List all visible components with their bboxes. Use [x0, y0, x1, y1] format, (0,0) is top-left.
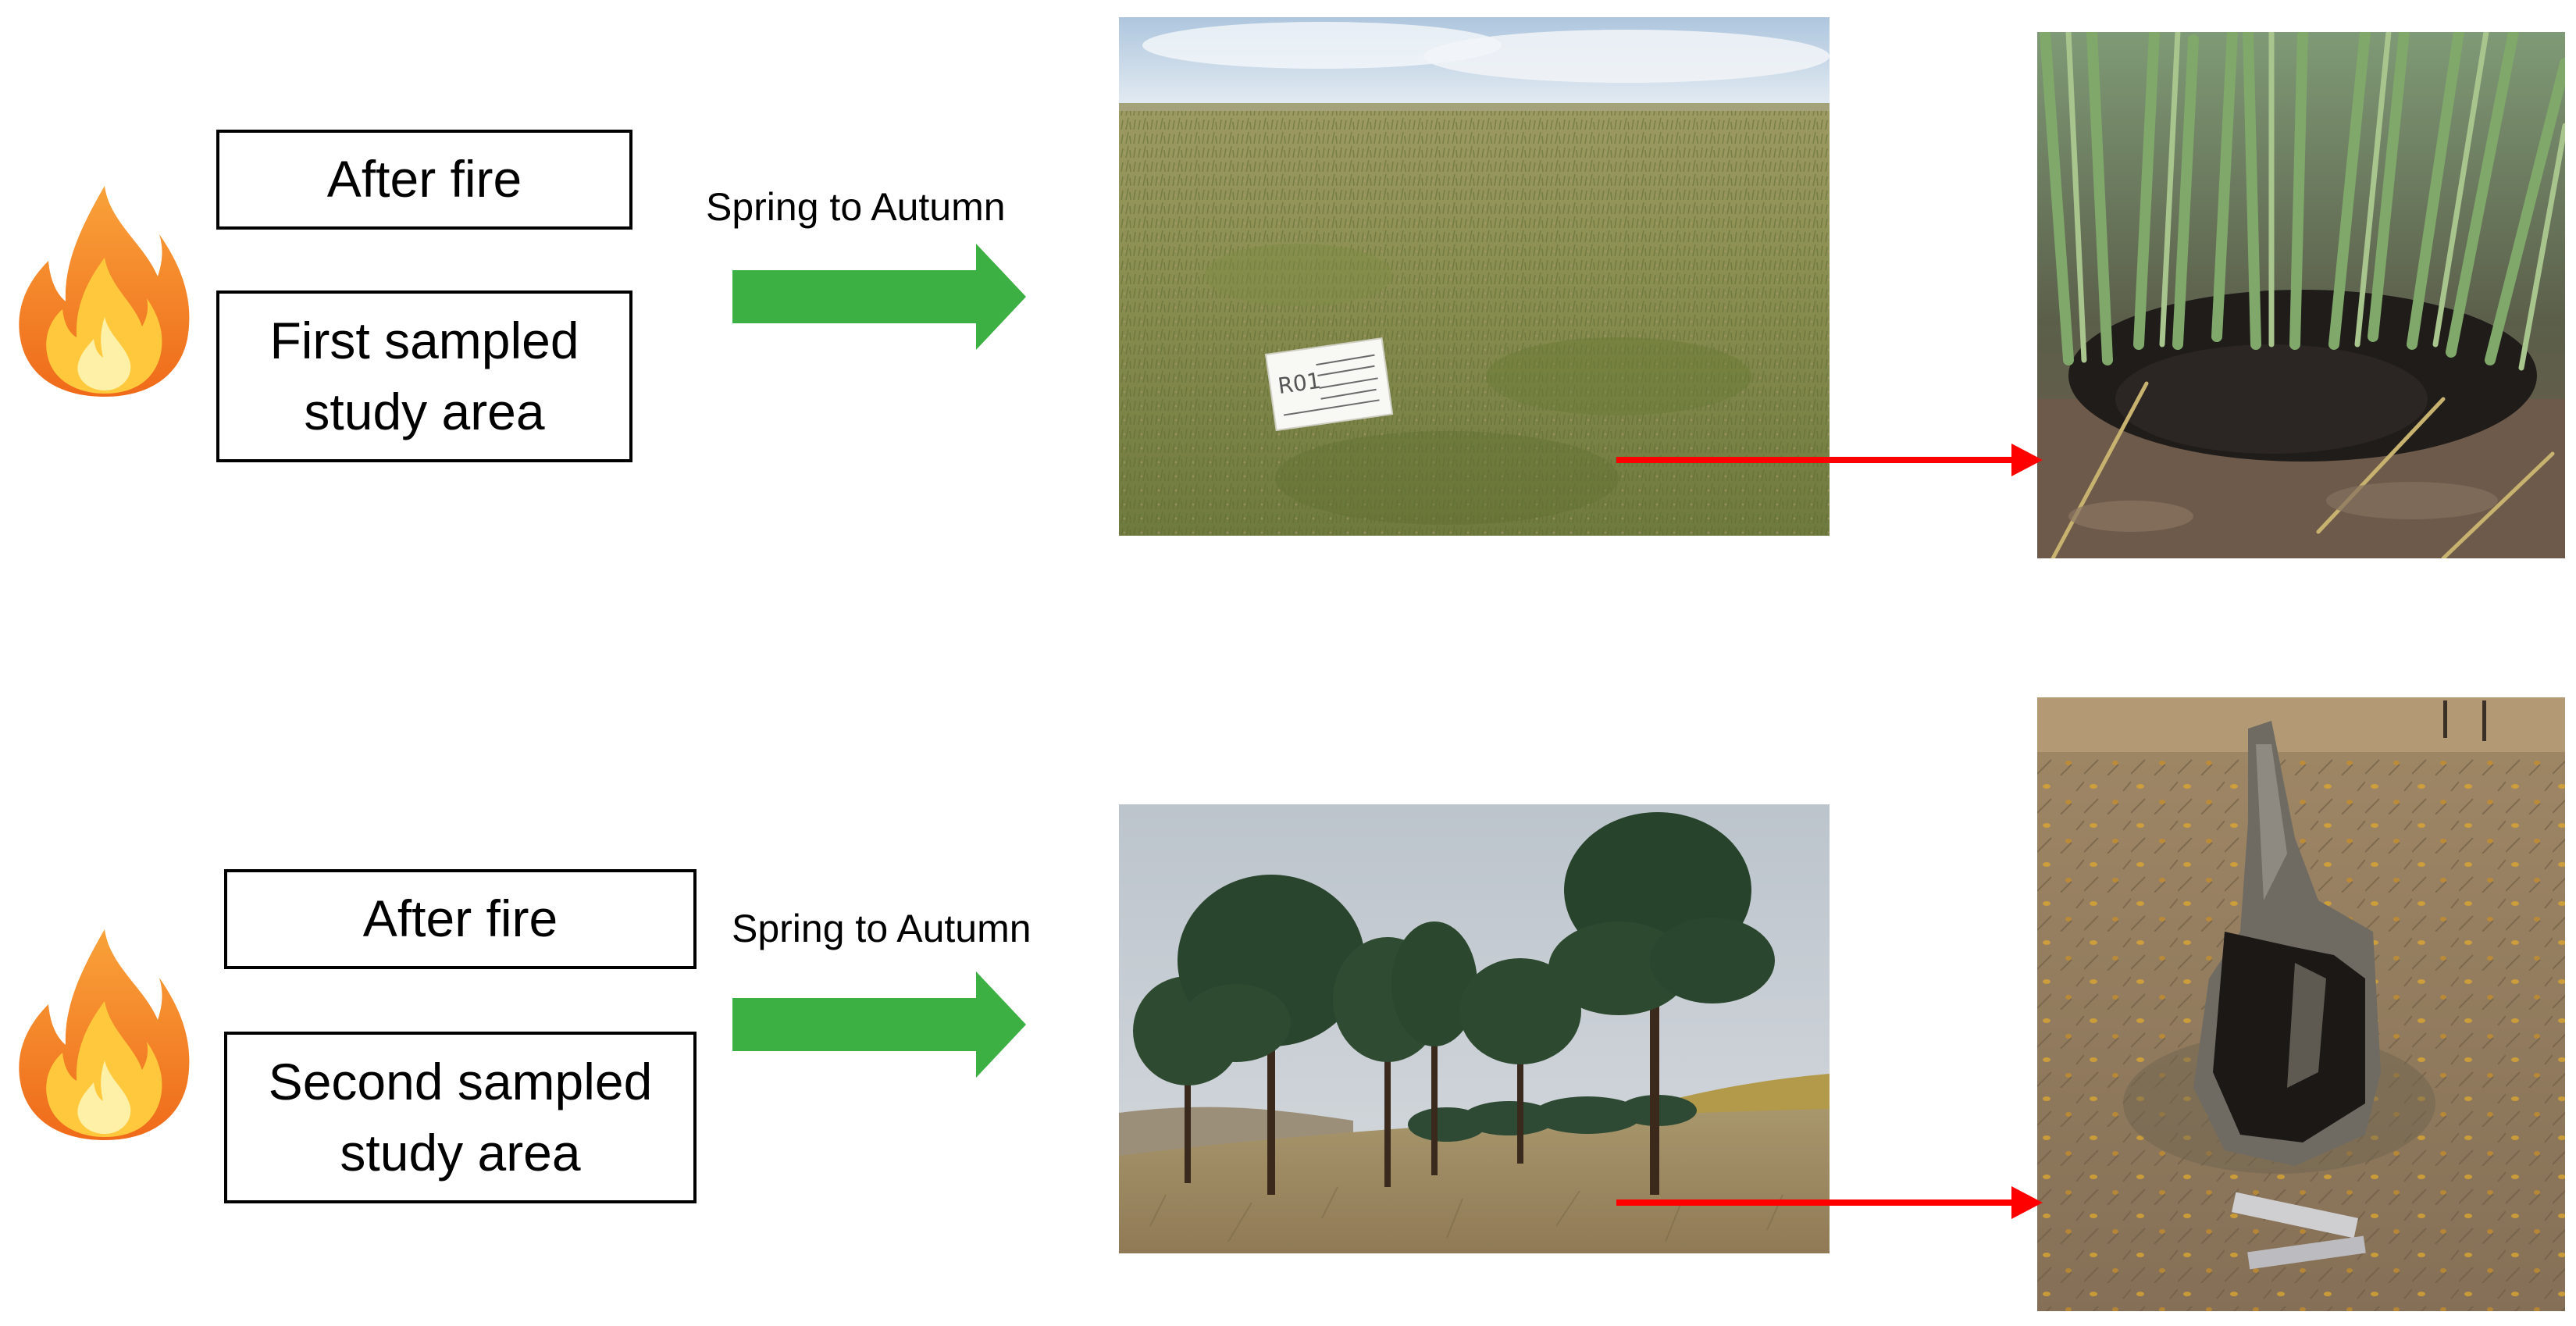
after-fire-label-box: After fire — [224, 869, 697, 969]
grassland-steppe-photo: R01 — [1119, 17, 1830, 536]
season-caption: Spring to Autumn — [706, 185, 1006, 229]
charred-tree-stump-photo — [2037, 697, 2565, 1311]
after-fire-label-box: After fire — [216, 130, 632, 230]
red-arrow-icon — [1616, 444, 2043, 476]
fire-icon — [19, 186, 190, 397]
pine-trees — [1133, 812, 1775, 1195]
study-area-label-line1: First sampled — [269, 311, 579, 369]
study-area-label-line2: study area — [340, 1124, 581, 1182]
season-caption: Spring to Autumn — [732, 907, 1031, 950]
pine-forest-steppe-photo — [1119, 804, 1830, 1253]
burnt-grass-tussock-photo — [2037, 32, 2565, 558]
study-area-label-box: First sampled study area — [216, 291, 632, 462]
after-fire-label: After fire — [326, 150, 522, 209]
green-right-arrow-icon — [732, 971, 1026, 1078]
green-right-arrow-icon — [732, 244, 1026, 350]
after-fire-label: After fire — [362, 889, 558, 948]
red-arrow-icon — [1616, 1186, 2043, 1219]
study-area-label-line1: Second sampled — [268, 1052, 653, 1110]
study-area-label-box: Second sampled study area — [224, 1032, 697, 1203]
fire-icon — [19, 929, 190, 1140]
study-area-label-line2: study area — [304, 383, 545, 440]
photo-sign-text: R01 — [1277, 368, 1323, 399]
